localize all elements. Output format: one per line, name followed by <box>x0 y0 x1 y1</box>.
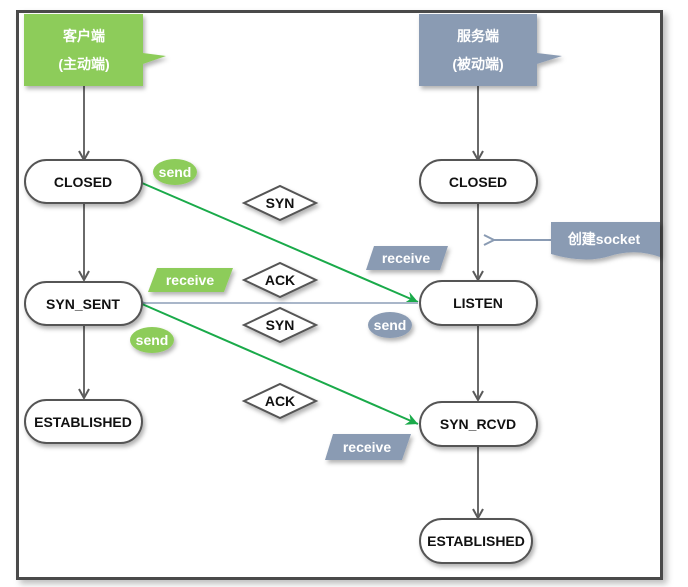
client-header-title: 客户端 <box>62 28 105 44</box>
client-header <box>24 14 166 86</box>
server-receive-tag-1 <box>366 246 448 270</box>
server-state-listen <box>419 280 538 326</box>
server-state-established-label: ESTABLISHED <box>427 533 525 549</box>
server-state-established <box>419 518 533 564</box>
server-send-tag-label: send <box>374 317 407 333</box>
server-receive-tag-2 <box>325 434 411 460</box>
message-ack-2-label: ACK <box>265 393 295 409</box>
server-header <box>419 14 562 86</box>
server-header-title: 服务端 <box>457 28 499 44</box>
client-send-tag-2-label: send <box>136 332 169 348</box>
message-ack-1-label: ACK <box>265 272 295 288</box>
client-state-syn-sent-label: SYN_SENT <box>46 296 120 312</box>
client-send-tag-1 <box>153 159 197 185</box>
create-socket-note <box>551 222 660 260</box>
server-header-subtitle: (被动端) <box>452 56 503 72</box>
server-state-syn-rcvd-label: SYN_RCVD <box>440 416 516 432</box>
server-state-closed-label: CLOSED <box>449 174 507 190</box>
message-syn-2 <box>241 306 319 344</box>
server-send-tag <box>368 312 412 338</box>
client-send-tag-1-label: send <box>159 164 192 180</box>
client-receive-tag <box>148 268 233 292</box>
client-send-tag-2 <box>130 327 174 353</box>
create-socket-note-label: 创建socket <box>567 231 641 247</box>
client-receive-tag-label: receive <box>166 272 214 288</box>
client-state-established-label: ESTABLISHED <box>34 414 132 430</box>
message-ack-1 <box>241 261 319 299</box>
message-syn-1-label: SYN <box>266 195 295 211</box>
message-syn-1 <box>241 184 319 222</box>
client-state-closed <box>24 159 143 204</box>
client-state-established <box>24 399 143 444</box>
server-state-syn-rcvd <box>419 401 538 447</box>
server-state-closed <box>419 159 538 204</box>
message-syn-2-label: SYN <box>266 317 295 333</box>
syn-line-closed-to-listen <box>141 182 419 303</box>
ack-line-synsent-to-synrcvd <box>141 303 419 425</box>
client-state-closed-label: CLOSED <box>54 174 112 190</box>
server-receive-tag-2-label: receive <box>343 439 391 455</box>
message-ack-2 <box>241 382 319 420</box>
server-state-listen-label: LISTEN <box>453 295 503 311</box>
client-state-syn-sent <box>24 281 143 326</box>
server-receive-tag-1-label: receive <box>382 250 430 266</box>
client-header-subtitle: (主动端) <box>58 56 109 72</box>
